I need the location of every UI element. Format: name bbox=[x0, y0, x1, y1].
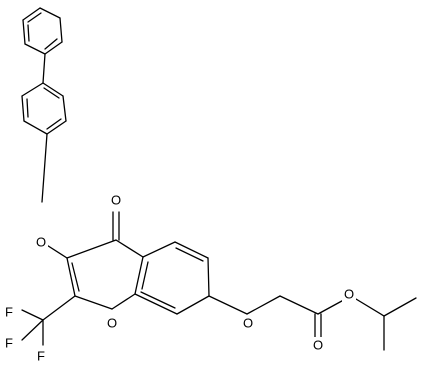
inner-phenyl-ring bbox=[21, 82, 67, 135]
atom-label-ester-carbonyl-oxygen: O bbox=[311, 337, 325, 353]
biphenyl-bond bbox=[42, 53, 46, 84]
ester-oxygen-text: O bbox=[344, 287, 354, 302]
fluorine-2-text: F bbox=[5, 336, 13, 351]
atom-label-phenoxy-oxygen: O bbox=[34, 234, 48, 250]
pyranone-ring bbox=[66, 239, 144, 310]
ether-oxygen-text: O bbox=[243, 316, 253, 331]
carbonyl-oxygen-text: O bbox=[111, 193, 121, 208]
atom-label-fluorine-2: F bbox=[3, 335, 16, 351]
fluorine-3-text: F bbox=[37, 349, 45, 364]
ester-side-chain bbox=[208, 295, 417, 351]
atom-label-ring-oxygen: O bbox=[105, 315, 119, 331]
atom-label-fluorine-1: F bbox=[3, 304, 16, 320]
atom-label-ester-oxygen: O bbox=[342, 286, 356, 302]
atom-label-carbonyl-oxygen: O bbox=[109, 192, 123, 208]
atom-label-fluorine-3: F bbox=[35, 348, 48, 364]
ester-carbonyl-oxygen-text: O bbox=[313, 338, 323, 353]
terminal-phenyl-ring bbox=[22, 7, 63, 55]
trifluoromethyl-group bbox=[21, 295, 76, 346]
fluorine-1-text: F bbox=[5, 305, 13, 320]
phenoxy-oxygen-text: O bbox=[36, 235, 46, 250]
phenyl-oxygen-bond bbox=[41, 133, 48, 203]
atom-label-ether-oxygen: O bbox=[241, 315, 255, 331]
ring-oxygen-text: O bbox=[107, 316, 117, 331]
benzo-ring bbox=[134, 241, 210, 315]
